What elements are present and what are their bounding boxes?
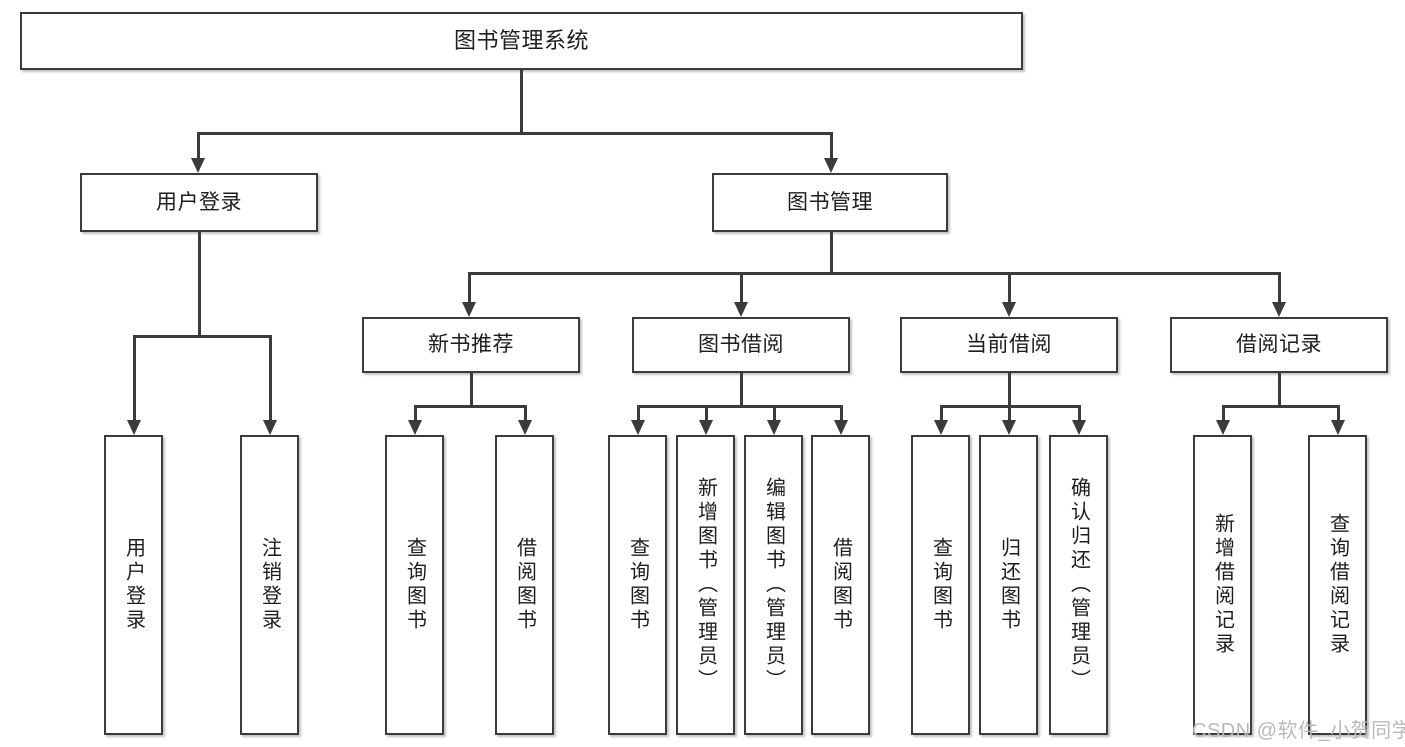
connector-newbooks-to-leaf1 [414,405,417,420]
connector-borrow-to-leaf2 [705,405,708,420]
leaf-query-books-borrow[interactable]: 查询图书 [608,435,667,735]
connector-bookmgmt-to-current [1008,272,1011,302]
arrowhead-bookmgmt-to-records [1272,302,1286,317]
leaf-return-books[interactable]: 归还图书 [979,435,1038,735]
node-book-management[interactable]: 图书管理 [712,173,948,232]
connector-root-bus [197,132,833,135]
connector-borrow-bus [637,405,842,408]
arrowhead-borrow-to-leaf1 [631,420,645,435]
arrowhead-userlogin-to-leaf2 [263,420,277,435]
leaf-logout[interactable]: 注销登录 [240,435,299,735]
connector-root-to-bookmgmt [830,132,833,158]
arrowhead-borrow-to-leaf3 [767,420,781,435]
node-user-login[interactable]: 用户登录 [80,173,318,232]
leaf-edit-book-admin[interactable]: 编辑图书（管理员） [744,435,803,735]
connector-records-to-leaf1 [1222,405,1225,420]
node-new-book-recommend[interactable]: 新书推荐 [362,317,580,373]
connector-current-stem [1008,373,1011,405]
leaf-user-login[interactable]: 用户登录 [104,435,163,735]
arrowhead-records-to-leaf2 [1331,420,1345,435]
connector-root-to-userlogin [197,132,200,158]
leaf-borrow-books-recommend[interactable]: 借阅图书 [495,435,554,735]
connector-userlogin-bus [133,335,271,338]
node-current-borrow[interactable]: 当前借阅 [900,317,1118,373]
node-book-borrow[interactable]: 图书借阅 [632,317,850,373]
connector-bookmgmt-stem [830,232,833,272]
arrowhead-bookmgmt-to-current [1002,302,1016,317]
connector-records-stem [1278,373,1281,405]
arrowhead-bookmgmt-to-borrow [734,302,748,317]
connector-borrow-stem [740,373,743,405]
leaf-query-borrow-record[interactable]: 查询借阅记录 [1308,435,1367,735]
connector-root-stem [520,70,523,132]
connector-userlogin-to-leaf2 [269,335,272,420]
connector-borrow-to-leaf4 [840,405,843,420]
connector-records-bus [1222,405,1339,408]
arrowhead-bookmgmt-to-newbooks [462,302,476,317]
node-root-system[interactable]: 图书管理系统 [20,12,1023,70]
connector-current-to-leaf2 [1008,405,1011,420]
arrowhead-borrow-to-leaf4 [834,420,848,435]
leaf-confirm-return-admin[interactable]: 确认归还（管理员） [1049,435,1108,735]
arrowhead-current-to-leaf3 [1072,420,1086,435]
arrowhead-newbooks-to-leaf1 [408,420,422,435]
connector-current-to-leaf3 [1078,405,1081,420]
node-borrow-records[interactable]: 借阅记录 [1170,317,1388,373]
connector-userlogin-stem [198,232,201,335]
connector-borrow-to-leaf1 [637,405,640,420]
connector-bookmgmt-bus [468,272,1280,275]
arrowhead-current-to-leaf2 [1002,420,1016,435]
connector-newbooks-to-leaf2 [524,405,527,420]
arrowhead-root-to-bookmgmt [824,158,838,173]
arrowhead-root-to-userlogin [191,158,205,173]
leaf-query-books-recommend[interactable]: 查询图书 [385,435,444,735]
leaf-borrow-books[interactable]: 借阅图书 [811,435,870,735]
connector-records-to-leaf2 [1337,405,1340,420]
arrowhead-newbooks-to-leaf2 [518,420,532,435]
connector-userlogin-to-leaf1 [133,335,136,420]
connector-newbooks-bus [414,405,526,408]
arrowhead-current-to-leaf1 [934,420,948,435]
arrowhead-borrow-to-leaf2 [699,420,713,435]
connector-bookmgmt-to-borrow [740,272,743,302]
connector-newbooks-stem [470,373,473,405]
connector-current-to-leaf1 [940,405,943,420]
leaf-add-book-admin[interactable]: 新增图书（管理员） [676,435,735,735]
arrowhead-userlogin-to-leaf1 [127,420,141,435]
connector-bookmgmt-to-records [1278,272,1281,302]
leaf-add-borrow-record[interactable]: 新增借阅记录 [1193,435,1252,735]
connector-borrow-to-leaf3 [773,405,776,420]
arrowhead-records-to-leaf1 [1216,420,1230,435]
connector-bookmgmt-to-newbooks [468,272,471,302]
leaf-query-books-current[interactable]: 查询图书 [911,435,970,735]
